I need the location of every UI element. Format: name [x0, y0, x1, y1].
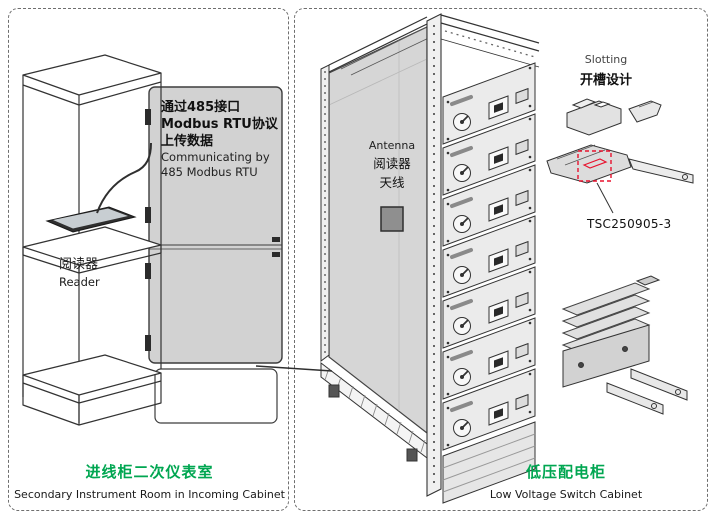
comm-note-zh-line2: Modbus RTU协议 [161, 117, 278, 132]
cabinet-top-frame [328, 14, 540, 76]
slotting-label-en: Slotting [584, 53, 628, 66]
cabinet-side-face [328, 26, 428, 435]
comm-note-zh-line1: 通过485接口 [161, 100, 241, 115]
reader-tablet [45, 206, 137, 233]
right-caption-zh: 低压配电柜 [525, 463, 606, 481]
switch-component-drawing [561, 275, 688, 415]
left-caption-zh: 进线柜二次仪表室 [85, 463, 214, 481]
slotting-label: Slotting 开槽设计 [553, 53, 659, 88]
antenna-label-en: Antenna [368, 139, 416, 152]
reader-label: 阅读器 Reader [59, 253, 100, 289]
part-number-label: TSC250905-3 [587, 217, 672, 231]
left-caption-en: Secondary Instrument Room in Incoming Ca… [14, 488, 285, 501]
rear-corner-post [320, 64, 330, 362]
reader-cable [96, 142, 152, 214]
front-corner-post [426, 13, 442, 497]
instrument-door-panel [145, 86, 283, 364]
fuse-holder-drawing [546, 144, 694, 214]
drawer-units [441, 61, 537, 452]
left-panel: 通过485接口 Modbus RTU协议 上传数据 Communicating … [8, 8, 289, 511]
comm-note: 通过485接口 Modbus RTU协议 上传数据 Communicating … [161, 99, 281, 180]
right-caption-en: Low Voltage Switch Cabinet [489, 488, 643, 501]
antenna-label-zh-line2: 天线 [379, 175, 405, 191]
part-leader-line [596, 182, 614, 214]
slotting-component-drawing [566, 98, 662, 136]
left-cabinet-drawing [22, 54, 283, 426]
right-panel: Antenna 阅读器 天线 Slotting 开槽设计 TSC250905-3… [294, 8, 708, 511]
switch-cabinet-drawing [320, 13, 694, 504]
antenna-icon [380, 206, 404, 232]
left-caption: 进线柜二次仪表室 Secondary Instrument Room in In… [9, 461, 290, 501]
comm-note-zh-line3: 上传数据 [161, 134, 214, 149]
slotting-label-zh: 开槽设计 [579, 73, 632, 88]
reader-label-en: Reader [59, 275, 100, 289]
reader-label-zh: 阅读器 [59, 257, 99, 272]
cabinet-front-base [442, 421, 536, 504]
comm-note-en-line1: Communicating by [161, 150, 270, 164]
highlight-box [577, 150, 612, 182]
instrument-cabinet-frame [22, 54, 162, 426]
antenna-label-zh-line1: 阅读器 [373, 156, 411, 172]
lower-door-panel [154, 368, 278, 424]
antenna-label: Antenna 阅读器 天线 [353, 137, 431, 193]
comm-note-en-line2: 485 Modbus RTU [161, 165, 258, 179]
right-caption: 低压配电柜 Low Voltage Switch Cabinet [455, 461, 677, 501]
